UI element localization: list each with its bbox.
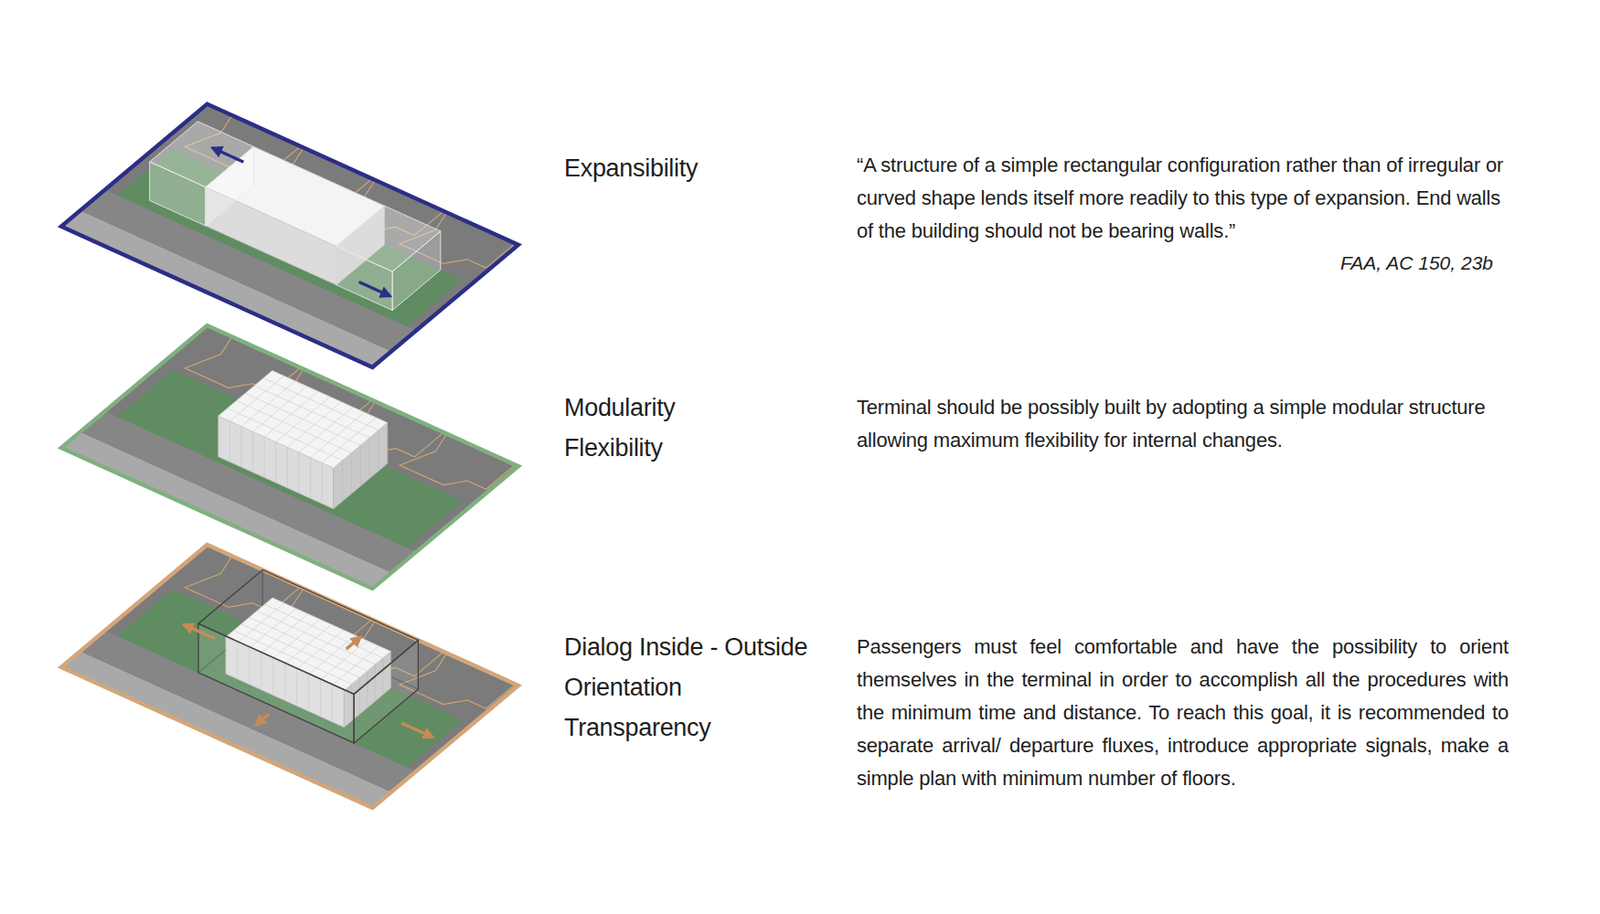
module-line [369,437,371,480]
module-line [264,437,266,479]
extension-volume [149,121,255,188]
extension-volume [336,205,441,272]
module-line [377,430,379,472]
module-line [275,442,277,484]
module-line [297,629,344,670]
module-line [253,386,308,433]
concept-title: Transparency [564,711,711,745]
apron [61,544,519,809]
module-line [285,624,332,664]
apron [61,325,519,589]
module-line [351,452,352,494]
view-arrow [401,723,433,737]
plate-border [61,325,519,589]
green-area [117,589,462,768]
module-line [252,431,254,473]
expansion-arrow [359,282,391,297]
module-line [261,614,309,654]
plate-border [61,104,519,368]
module-line [360,445,362,487]
module-line [298,452,299,494]
module-line [256,610,375,665]
module-line [309,635,356,675]
module-line [249,608,297,649]
module-line [321,462,323,504]
module-line [276,396,331,443]
module-line [309,458,311,500]
view-arrow [256,714,269,726]
expansion-arrow [212,148,244,162]
concept-title: Expansibility [564,151,698,185]
module-line [321,417,376,464]
concept-title: Flexibility [564,431,663,465]
concept-title: Dialog Inside - Outside [564,630,808,664]
description-text: Terminal should be possibly built by ado… [856,391,1509,458]
module-line [240,426,242,468]
building-roof [218,370,388,469]
module-line [245,393,361,446]
green-area [117,370,462,548]
glass-roof-edge [198,569,418,694]
module-line [341,460,343,502]
module-line [320,640,367,681]
view-arrow [346,637,362,650]
module-line [264,391,319,438]
quote-text: “A structure of a simple rectangular con… [856,149,1509,248]
concept-title: Modularity [564,391,676,425]
module-line [287,447,288,489]
site-plate [61,544,519,809]
site-plate [61,325,519,589]
module-line [310,412,365,459]
apron [61,104,519,368]
description-text: Passengers must feel comfortable and hav… [856,630,1509,796]
module-line [298,406,353,453]
concept-title: Orientation [564,671,683,704]
module-line [229,421,231,463]
module-line [241,381,296,427]
module-line [229,375,284,422]
plate-border [61,544,519,809]
module-line [237,603,285,643]
citation: FAA, AC 150, 23b [1340,249,1494,278]
site-plate [61,104,519,368]
module-line [273,619,320,660]
module-line [287,402,342,448]
view-arrow [183,624,215,639]
